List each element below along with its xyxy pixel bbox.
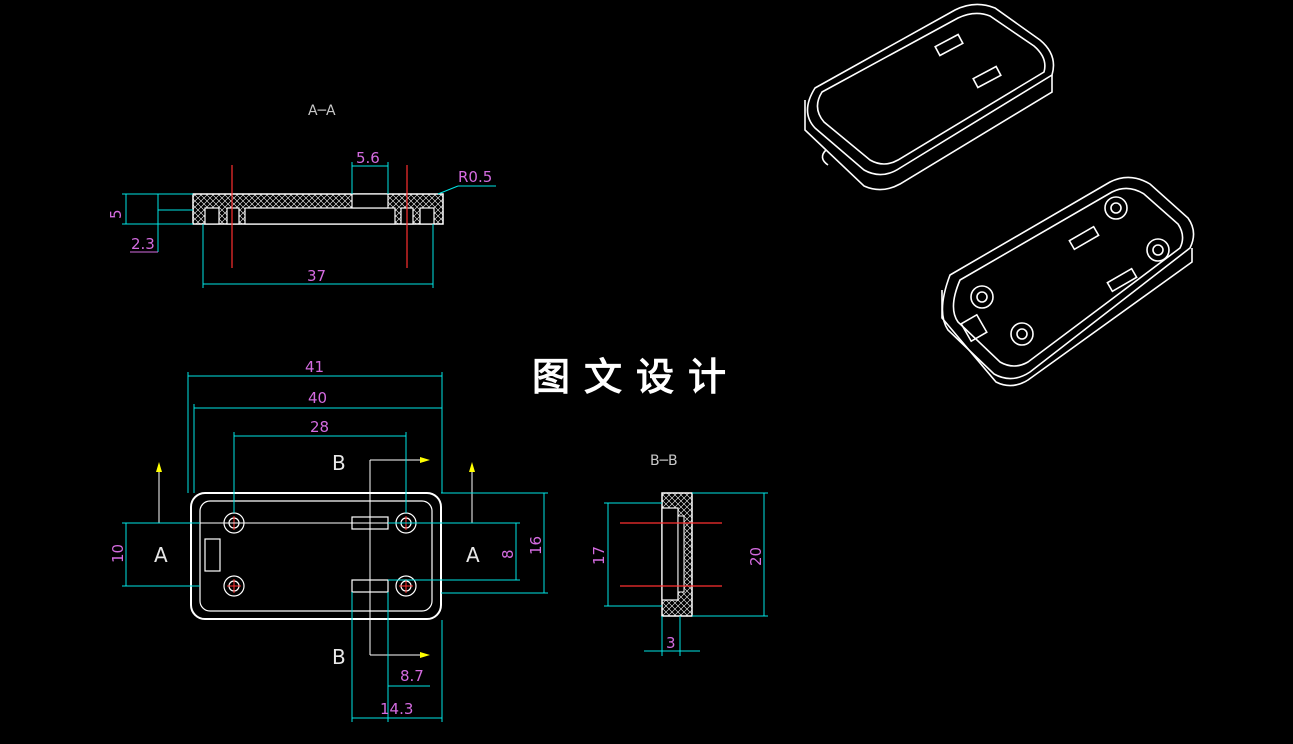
dim-radius: R0.5 (458, 168, 492, 186)
dim-length: 37 (307, 267, 326, 285)
dim-40: 40 (308, 389, 327, 407)
label-a-right: A (466, 543, 480, 567)
dim-slot: 5.6 (356, 149, 380, 167)
dim-16: 16 (527, 536, 545, 555)
dim-3: 3 (666, 634, 676, 652)
isometric-base (941, 176, 1195, 387)
dim-height: 5 (107, 209, 125, 219)
label-b-bottom: B (332, 645, 346, 669)
plan-outline (190, 492, 442, 620)
dim-step: 2.3 (131, 235, 155, 253)
dim-8-7: 8.7 (400, 667, 424, 685)
dim-20: 20 (747, 547, 765, 566)
section-aa-title: A─A (308, 103, 336, 119)
dim-41: 41 (305, 358, 324, 376)
section-bb-title: B─B (650, 453, 678, 469)
label-a-left: A (154, 543, 168, 567)
dim-8: 8 (499, 549, 517, 559)
dim-17: 17 (590, 546, 608, 565)
plan-view: A A B B 41 40 28 10 8 16 8.7 14.3 (109, 358, 548, 722)
dim-14-3: 14.3 (380, 700, 413, 718)
dim-28: 28 (310, 418, 329, 436)
section-aa: A─A 5 2.3 5.6 R0.5 37 (107, 103, 496, 288)
watermark: 图文设计 (532, 354, 741, 399)
isometric-lid (804, 3, 1055, 191)
label-b-top: B (332, 451, 346, 475)
section-bb: B─B 17 20 3 (590, 453, 768, 656)
dim-10: 10 (109, 544, 127, 563)
